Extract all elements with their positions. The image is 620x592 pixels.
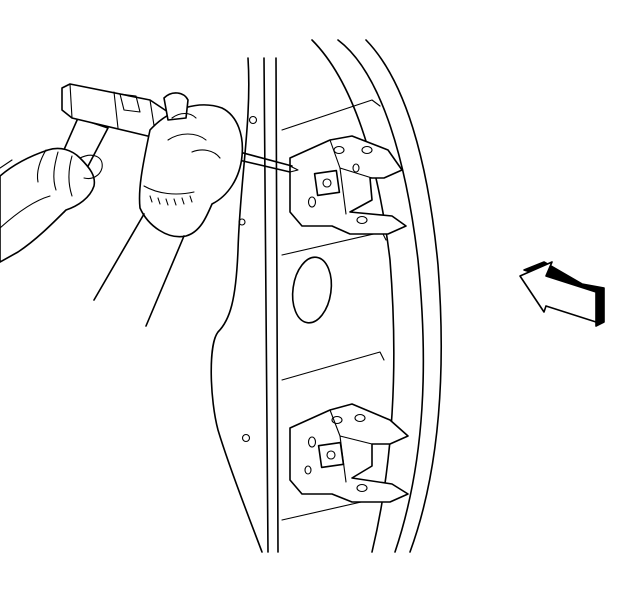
pillar-hole-lower: [241, 433, 251, 443]
view-direction-arrow-icon: [519, 261, 605, 327]
hand-palm: [0, 147, 96, 263]
door-frame-outer-curve: [337, 39, 425, 553]
lower-hinge-plate: [289, 403, 409, 503]
upper-hinge-bolt-hole: [322, 178, 332, 188]
upper-hinge-hole-3: [307, 196, 317, 208]
glove-forearm: [93, 213, 185, 327]
upper-hinge-hole-2: [361, 145, 373, 155]
upper-hinge-bolt: [313, 169, 341, 197]
upper-hinge-fold: [329, 139, 373, 215]
panel-access-hole: [291, 256, 333, 324]
door-pillar: [210, 39, 443, 553]
door-frame-edge-curve: [365, 39, 443, 553]
glove-cuff-stitching: [143, 185, 195, 206]
gloved-hand-icon: [93, 92, 244, 327]
pillar-flange-left: [263, 57, 269, 553]
glove-knuckles: [167, 112, 221, 159]
arrow-body: [519, 261, 597, 323]
panel-recess-lower: [281, 351, 385, 381]
door-frame-inner-curve: [311, 39, 395, 553]
pillar-flange-right: [275, 57, 279, 553]
punch-tip: [289, 165, 299, 173]
pillar-outer-edge: [210, 57, 263, 553]
lower-door-hinge: [289, 403, 409, 503]
lower-hinge-hole-1: [331, 415, 343, 425]
upper-hinge-plate: [289, 135, 407, 235]
lower-hinge-bolt: [317, 441, 345, 469]
glove-body: [138, 104, 244, 238]
upper-door-hinge: [289, 135, 407, 235]
upper-hinge-hole-4: [356, 215, 368, 225]
panel-recess-mid: [281, 231, 387, 256]
panel-recess-top: [281, 99, 381, 131]
hand-fingers: [36, 149, 73, 197]
pillar-hole-upper: [238, 218, 246, 226]
forearm-lines: [0, 159, 51, 229]
panel-recess-bottom: [281, 499, 371, 521]
lower-hinge-hole-2: [354, 413, 366, 423]
upper-hinge-hole-1: [333, 145, 345, 155]
left-hand-icon: [0, 147, 103, 263]
upper-hinge-hole-5: [352, 163, 360, 173]
hammer-head-bevel: [119, 93, 141, 113]
hand-thumb: [79, 154, 103, 180]
pillar-hole-top: [248, 115, 258, 125]
lower-hinge-hole-4: [356, 483, 368, 493]
lower-hinge-hole-3: [307, 436, 317, 448]
lower-hinge-bolt-hole: [326, 450, 336, 460]
lower-hinge-hole-5: [304, 465, 312, 475]
